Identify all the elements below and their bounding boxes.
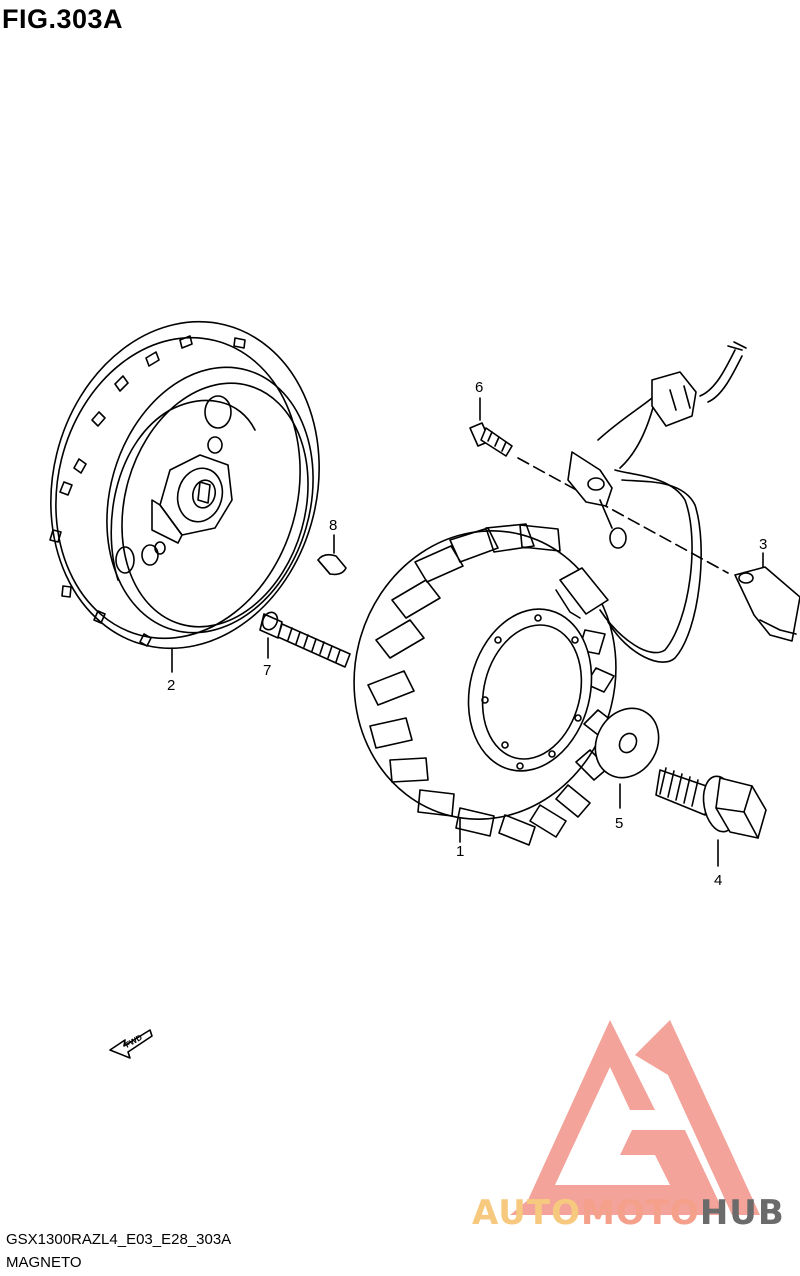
section-name: MAGNETO: [6, 1254, 82, 1271]
pickup-bracket: [734, 552, 800, 642]
callout-4: 4: [714, 872, 722, 889]
watermark-hub: HUB: [699, 1193, 785, 1233]
pickup-screw: [469, 397, 729, 574]
model-code: GSX1300RAZL4_E03_E28_303A: [6, 1231, 232, 1248]
callout-3: 3: [759, 536, 767, 553]
callout-2: 2: [167, 677, 175, 694]
callout-1: 1: [456, 843, 464, 860]
woodruff-key: [317, 534, 347, 576]
rotor-flywheel: [49, 320, 320, 673]
watermark-moto: MOTO: [580, 1193, 700, 1233]
callout-8: 8: [329, 517, 337, 534]
watermark-auto: AUTO: [472, 1193, 581, 1233]
stator-wire-harness: [555, 341, 747, 663]
stator-assembly: [353, 523, 617, 846]
automotohub-logo-icon: [510, 1020, 760, 1215]
forward-direction-arrow-icon: FWD: [109, 1029, 153, 1059]
rotor-bolt: [259, 611, 351, 668]
washer: [594, 707, 660, 809]
flange-bolt: [655, 767, 767, 867]
figure-title: FIG.303A: [2, 4, 124, 34]
callout-5: 5: [615, 815, 623, 832]
callout-7: 7: [263, 662, 271, 679]
watermark-wordmark: AUTOMOTOHUB: [472, 1193, 785, 1233]
callout-6: 6: [475, 379, 483, 396]
